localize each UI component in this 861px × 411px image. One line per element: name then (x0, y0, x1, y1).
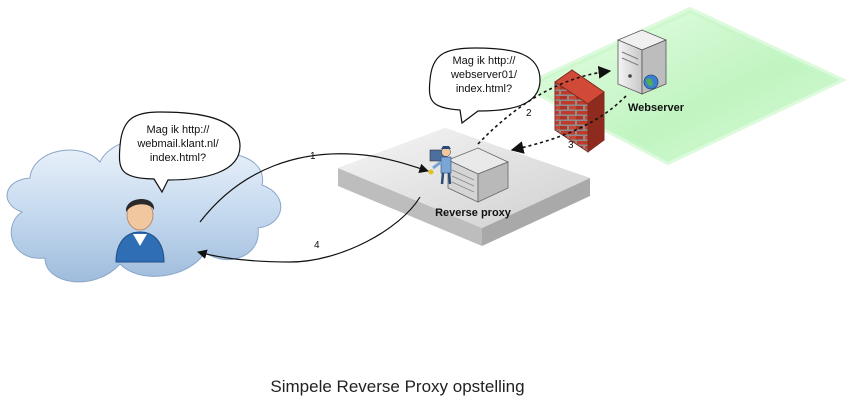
webserver-label: Webserver (628, 102, 685, 114)
arrow-4 (197, 196, 421, 263)
client-bubble-line-1: Mag ik http:// (147, 124, 211, 136)
step-label-1: 1 (310, 151, 316, 162)
arrow-2 (477, 65, 612, 145)
arrow-1 (199, 153, 429, 223)
user-icon (115, 198, 165, 263)
proxy-server-icon (428, 146, 510, 203)
server-tower-icon (616, 29, 668, 95)
webserver-speech-bubble: Mag ik http:// webserver01/ index.html? (428, 47, 541, 125)
webserver-bubble-line-3: index.html? (456, 83, 512, 95)
arrow-3 (510, 95, 627, 154)
webserver-bubble-line-1: Mag ik http:// (453, 55, 517, 67)
diagram-caption: Simpele Reverse Proxy opstelling (270, 377, 525, 396)
brick-firewall-icon (554, 69, 605, 153)
proxy-label: Reverse proxy (435, 207, 512, 219)
step-label-2: 2 (526, 108, 532, 119)
client-bubble-line-2: webmail.klant.nl/ (136, 138, 219, 150)
client-speech-bubble: Mag ik http:// webmail.klant.nl/ index.h… (118, 111, 241, 194)
connection-arrows (197, 65, 627, 263)
webserver-bubble-line-2: webserver01/ (450, 69, 518, 81)
client-bubble-line-3: index.html? (150, 152, 206, 164)
step-label-4: 4 (314, 240, 320, 251)
step-label-3: 3 (568, 140, 574, 151)
